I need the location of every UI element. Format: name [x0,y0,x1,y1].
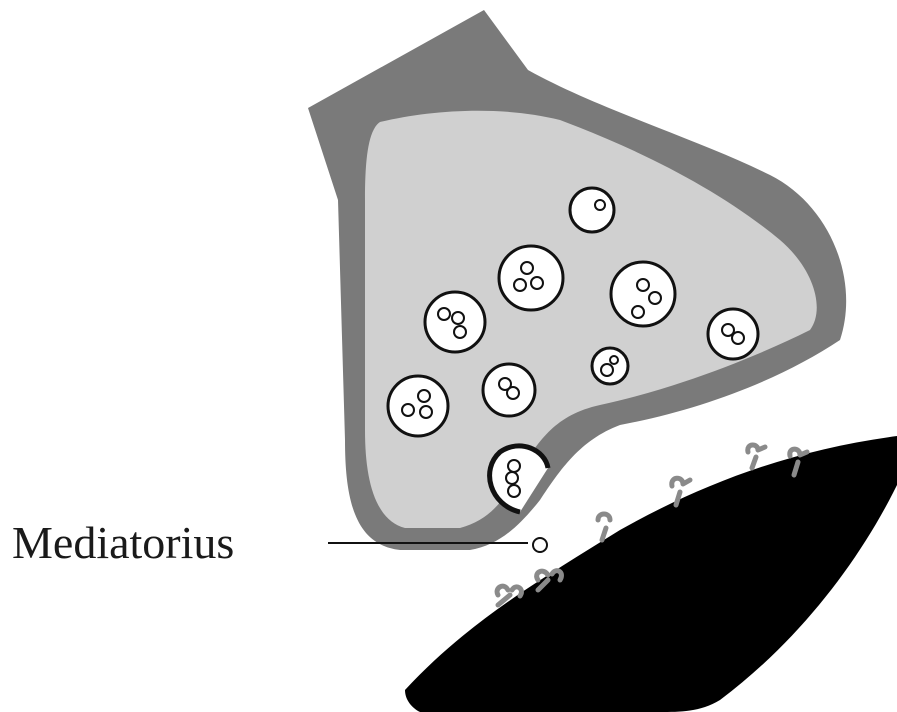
vesicle [388,376,448,436]
vesicle [499,246,563,310]
vesicle [570,188,614,232]
fusing-vesicle [490,446,548,512]
vesicle [592,348,628,384]
vesicle [425,292,485,352]
receptor [748,445,765,468]
vesicle [611,262,675,326]
vesicle [483,364,535,416]
vesicle [708,309,758,359]
mediator-molecule [533,538,547,552]
mediator-label: Mediatorius [12,517,234,568]
receptor [598,514,610,540]
